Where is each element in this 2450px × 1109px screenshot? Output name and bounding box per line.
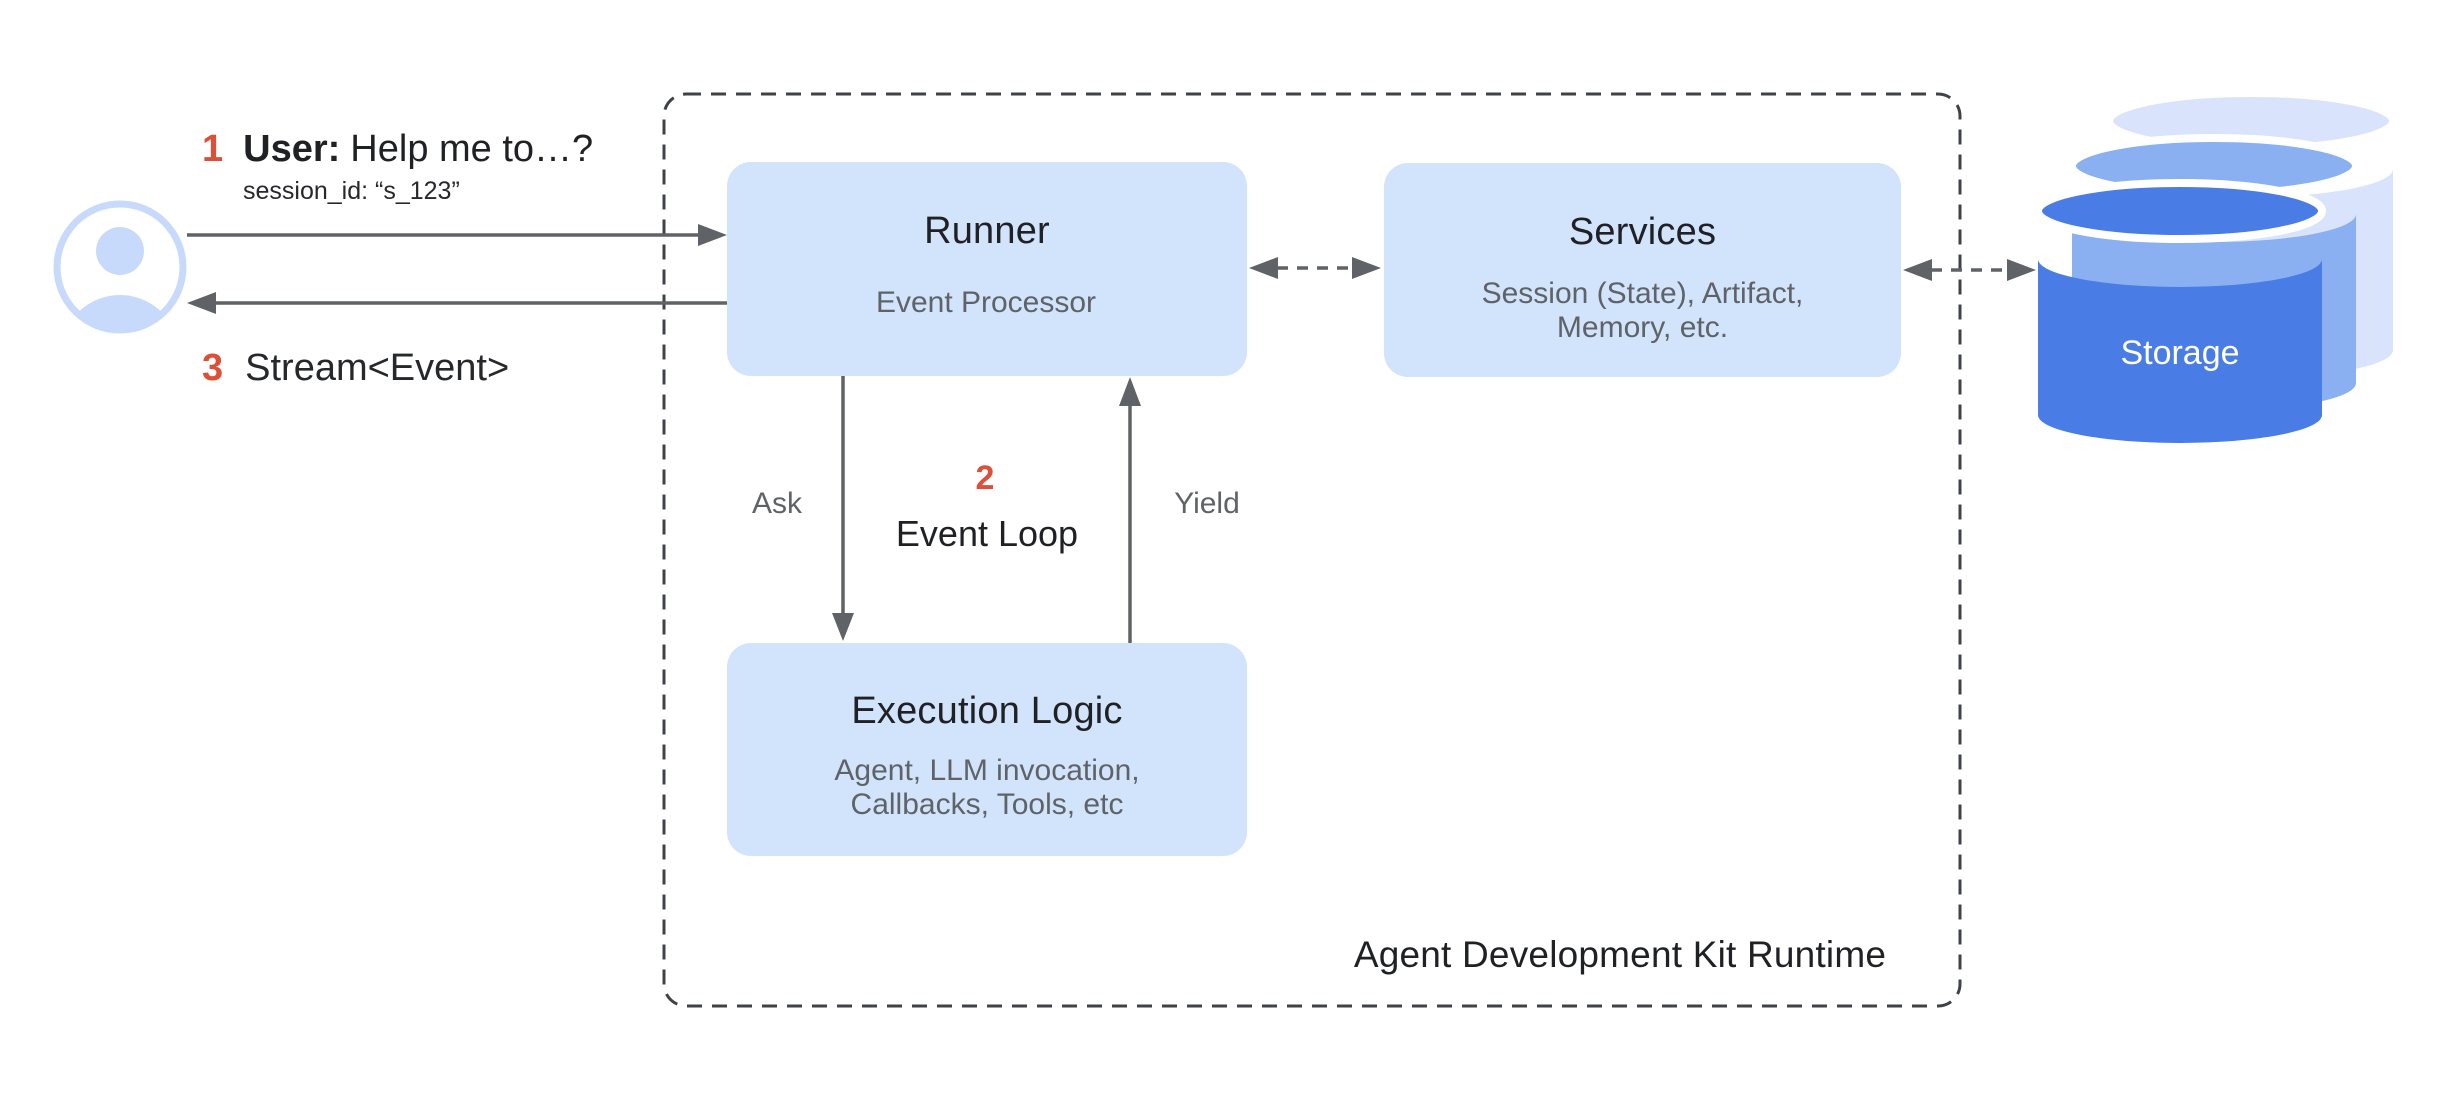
step-1-message: Help me to…? bbox=[350, 128, 594, 170]
execution-logic-subtitle: Agent, LLM invocation, Callbacks, Tools,… bbox=[727, 754, 1247, 822]
execution-subtitle-line1: Agent, LLM invocation, bbox=[834, 754, 1140, 787]
execution-logic-title: Execution Logic bbox=[851, 690, 1123, 732]
runner-services-connector bbox=[1249, 257, 1381, 279]
services-storage-connector bbox=[1903, 259, 2036, 281]
ask-arrow bbox=[832, 375, 854, 641]
yield-arrow bbox=[1119, 377, 1141, 643]
step-1-speaker: User: bbox=[243, 128, 341, 170]
services-subtitle: Session (State), Artifact, Memory, etc. bbox=[1384, 277, 1901, 345]
services-subtitle-line2: Memory, etc. bbox=[1556, 311, 1729, 344]
user-avatar-icon bbox=[53, 200, 187, 334]
step-1-number: 1 bbox=[202, 128, 224, 170]
storage-database-icon bbox=[2034, 89, 2397, 443]
cylinder-front-top bbox=[2034, 179, 2326, 243]
step-3-text: Stream<Event> bbox=[245, 347, 510, 389]
execution-subtitle-line2: Callbacks, Tools, etc bbox=[850, 788, 1124, 821]
storage-label: Storage bbox=[2120, 334, 2240, 372]
runner-node bbox=[727, 162, 1247, 376]
execution-logic-node bbox=[727, 643, 1247, 856]
event-loop-label: Event Loop bbox=[895, 513, 1079, 554]
yield-edge-label: Yield bbox=[1174, 487, 1240, 520]
step-1-user-prompt: 1 User: Help me to…? bbox=[202, 130, 593, 168]
runtime-boundary-outline bbox=[662, 92, 1962, 1008]
step-3-stream-label: 3 Stream<Event> bbox=[202, 349, 509, 387]
runtime-boundary-label: Agent Development Kit Runtime bbox=[1353, 934, 1887, 975]
cylinder-front-body bbox=[2038, 259, 2322, 443]
event-processor-label: Event Processor bbox=[875, 286, 1097, 319]
ask-edge-label: Ask bbox=[751, 487, 802, 520]
services-title: Services bbox=[1568, 211, 1717, 253]
session-id-annotation: session_id: “s_123” bbox=[243, 177, 460, 205]
step-2-number: 2 bbox=[975, 459, 995, 497]
services-node bbox=[1384, 163, 1901, 377]
runner-title: Runner bbox=[924, 210, 1050, 252]
stream-response-arrow bbox=[187, 292, 727, 314]
services-subtitle-line1: Session (State), Artifact, bbox=[1481, 277, 1804, 310]
user-request-arrow bbox=[187, 224, 727, 246]
step-3-number: 3 bbox=[202, 347, 224, 389]
